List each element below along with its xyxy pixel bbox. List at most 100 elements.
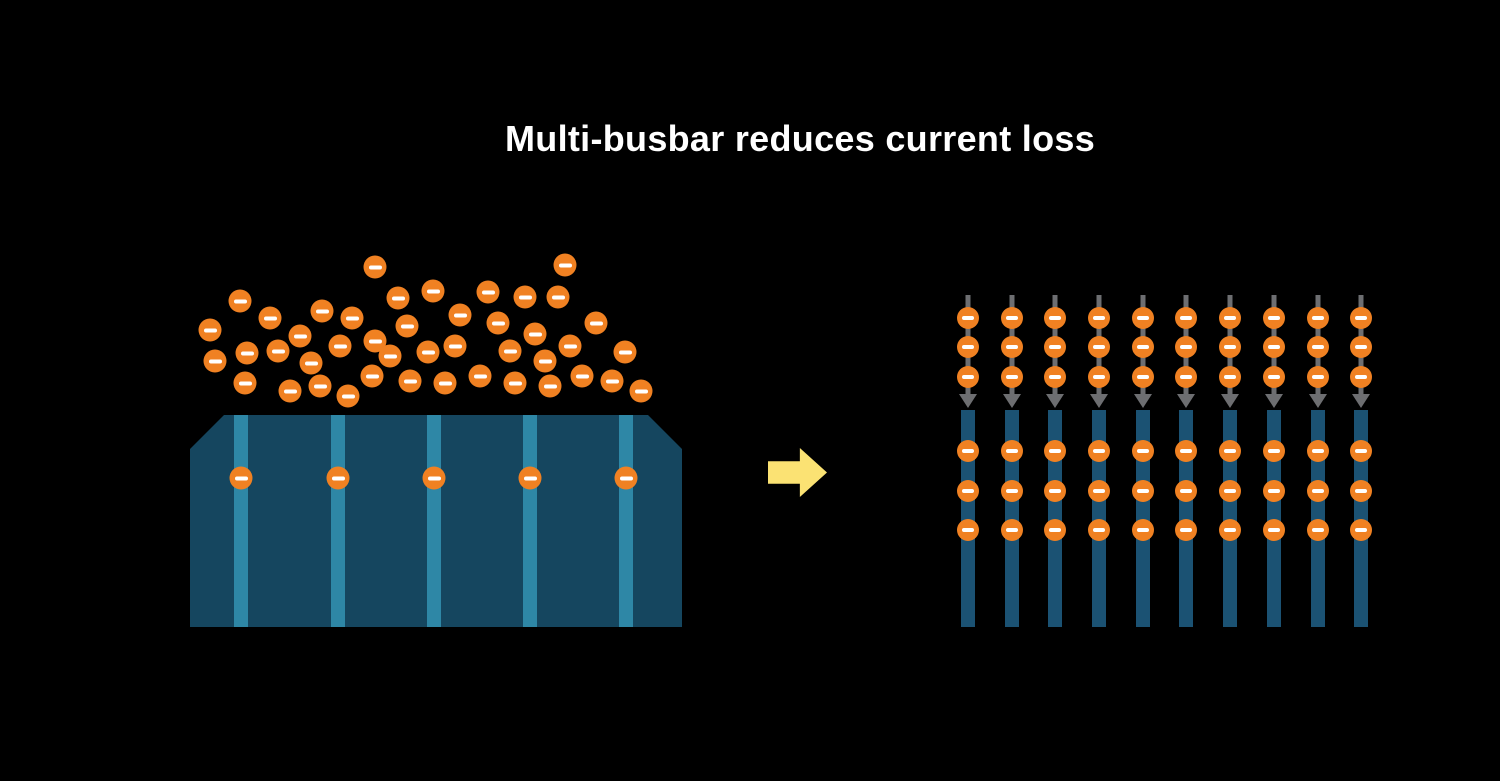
current-arrow-head bbox=[1134, 394, 1152, 408]
minus-icon bbox=[421, 350, 435, 354]
electron-icon bbox=[1044, 519, 1066, 541]
electron-icon bbox=[1044, 366, 1066, 388]
electron-icon bbox=[258, 306, 282, 330]
electron-icon bbox=[1175, 366, 1197, 388]
minus-icon bbox=[1093, 528, 1105, 532]
electron-icon bbox=[518, 466, 542, 490]
electron-icon bbox=[378, 344, 402, 368]
minus-icon bbox=[341, 394, 355, 398]
minus-icon bbox=[962, 316, 974, 320]
diagram-title: Multi-busbar reduces current loss bbox=[504, 118, 1096, 159]
busbar bbox=[331, 415, 345, 627]
minus-icon bbox=[962, 345, 974, 349]
minus-icon bbox=[271, 349, 285, 353]
minus-icon bbox=[1180, 489, 1192, 493]
electron-icon bbox=[476, 280, 500, 304]
minus-icon bbox=[1355, 345, 1367, 349]
minus-icon bbox=[1312, 345, 1324, 349]
electron-icon bbox=[1044, 440, 1066, 462]
busbar bbox=[619, 415, 633, 627]
electron-icon bbox=[198, 318, 222, 342]
electron-icon bbox=[613, 340, 637, 364]
minus-icon bbox=[1355, 528, 1367, 532]
electron-icon bbox=[584, 311, 608, 335]
electron-icon bbox=[1132, 480, 1154, 502]
minus-icon bbox=[1312, 489, 1324, 493]
electron-icon bbox=[363, 255, 387, 279]
electron-icon bbox=[233, 371, 257, 395]
electron-icon bbox=[443, 334, 467, 358]
electron-icon bbox=[416, 340, 440, 364]
electron-icon bbox=[1175, 519, 1197, 541]
minus-icon bbox=[1355, 316, 1367, 320]
electron-icon bbox=[421, 279, 445, 303]
current-arrow-head bbox=[1090, 394, 1108, 408]
minus-icon bbox=[1093, 489, 1105, 493]
electron-icon bbox=[533, 349, 557, 373]
minus-icon bbox=[1006, 375, 1018, 379]
electron-icon bbox=[422, 466, 446, 490]
minus-icon bbox=[1006, 449, 1018, 453]
minus-icon bbox=[523, 476, 537, 480]
minus-icon bbox=[1137, 345, 1149, 349]
minus-icon bbox=[1224, 375, 1236, 379]
minus-icon bbox=[1312, 528, 1324, 532]
electron-icon bbox=[957, 480, 979, 502]
minus-icon bbox=[283, 389, 297, 393]
minus-icon bbox=[426, 289, 440, 293]
electron-icon bbox=[1001, 519, 1023, 541]
minus-icon bbox=[962, 375, 974, 379]
electron-icon bbox=[308, 374, 332, 398]
electron-icon bbox=[513, 285, 537, 309]
electron-icon bbox=[328, 334, 352, 358]
electron-icon bbox=[1350, 519, 1372, 541]
electron-icon bbox=[336, 384, 360, 408]
electron-icon bbox=[1044, 336, 1066, 358]
minus-icon bbox=[1049, 345, 1061, 349]
electron-icon bbox=[546, 285, 570, 309]
minus-icon bbox=[618, 350, 632, 354]
multi-busbar bbox=[1223, 410, 1237, 627]
minus-icon bbox=[1049, 489, 1061, 493]
minus-icon bbox=[1049, 375, 1061, 379]
minus-icon bbox=[365, 374, 379, 378]
electron-icon bbox=[553, 253, 577, 277]
electron-icon bbox=[1088, 440, 1110, 462]
electron-icon bbox=[1132, 440, 1154, 462]
minus-icon bbox=[481, 290, 495, 294]
minus-icon bbox=[1355, 449, 1367, 453]
electron-icon bbox=[310, 299, 334, 323]
minus-icon bbox=[1180, 449, 1192, 453]
minus-icon bbox=[1355, 375, 1367, 379]
minus-icon bbox=[558, 263, 572, 267]
minus-icon bbox=[1268, 528, 1280, 532]
electron-icon bbox=[1175, 307, 1197, 329]
electron-icon bbox=[235, 341, 259, 365]
minus-icon bbox=[1137, 489, 1149, 493]
electron-icon bbox=[278, 379, 302, 403]
electron-icon bbox=[448, 303, 472, 327]
electron-icon bbox=[395, 314, 419, 338]
electron-icon bbox=[1044, 307, 1066, 329]
minus-icon bbox=[263, 316, 277, 320]
electron-icon bbox=[1219, 480, 1241, 502]
minus-icon bbox=[1224, 449, 1236, 453]
minus-icon bbox=[1049, 316, 1061, 320]
minus-icon bbox=[345, 316, 359, 320]
minus-icon bbox=[1224, 345, 1236, 349]
electron-icon bbox=[1175, 440, 1197, 462]
minus-icon bbox=[383, 354, 397, 358]
minus-icon bbox=[1137, 528, 1149, 532]
minus-icon bbox=[1268, 316, 1280, 320]
electron-icon bbox=[523, 322, 547, 346]
electron-icon bbox=[299, 351, 323, 375]
current-arrow-head bbox=[1265, 394, 1283, 408]
electron-icon bbox=[1307, 336, 1329, 358]
minus-icon bbox=[1006, 345, 1018, 349]
electron-icon bbox=[229, 466, 253, 490]
minus-icon bbox=[634, 389, 648, 393]
electron-icon bbox=[1350, 440, 1372, 462]
minus-icon bbox=[1268, 345, 1280, 349]
minus-icon bbox=[508, 381, 522, 385]
electron-icon bbox=[340, 306, 364, 330]
